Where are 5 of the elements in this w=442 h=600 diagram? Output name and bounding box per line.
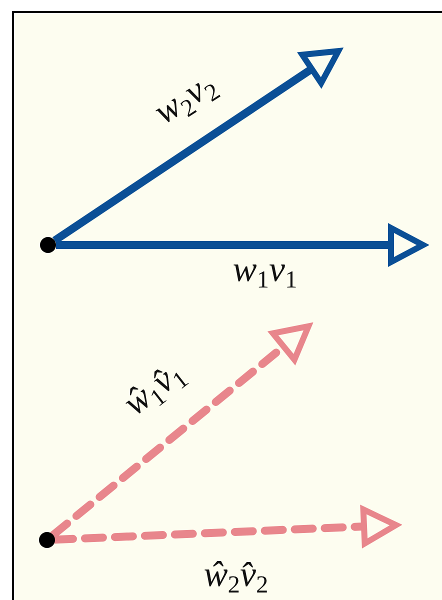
arrow	[49, 323, 312, 539]
arrow	[52, 48, 342, 244]
edge-label: w$_{1}$v$_{1}$	[232, 250, 298, 294]
arrow	[56, 225, 426, 265]
edge-label: ŵ$_{2}$v̂$_{2}$	[204, 556, 268, 598]
